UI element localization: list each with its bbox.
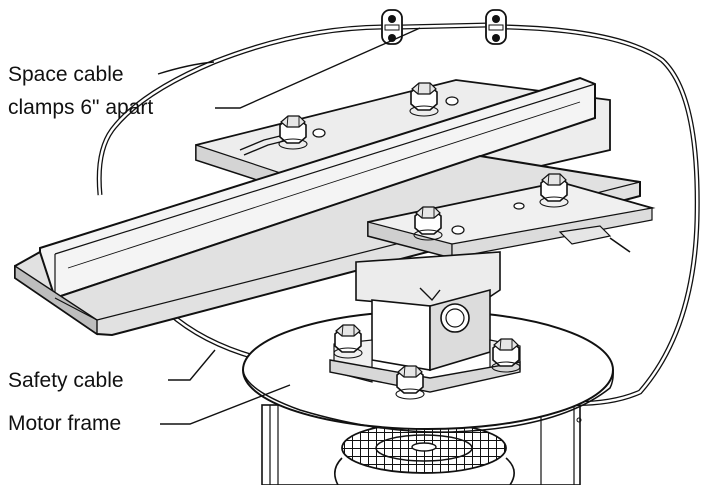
cable-clamp-left	[381, 9, 403, 45]
motor-grille	[334, 422, 515, 486]
leader-space-clamps-top	[157, 61, 215, 75]
cable-clamp-right	[485, 9, 507, 45]
leader-safety-cable	[168, 349, 216, 381]
callout-space-cable-clamps-line1: Space cable	[8, 63, 124, 86]
cable-clamps	[381, 9, 507, 45]
callout-space-cable-clamps-line2: clamps 6" apart	[8, 96, 154, 119]
leader-motor-frame	[160, 384, 291, 425]
leader-space-clamps-bottom	[215, 27, 421, 109]
leader-lines	[157, 27, 421, 425]
callout-motor-frame: Motor frame	[8, 412, 122, 435]
callout-safety-cable: Safety cable	[8, 369, 124, 392]
lower-clamp-plate	[367, 181, 656, 279]
